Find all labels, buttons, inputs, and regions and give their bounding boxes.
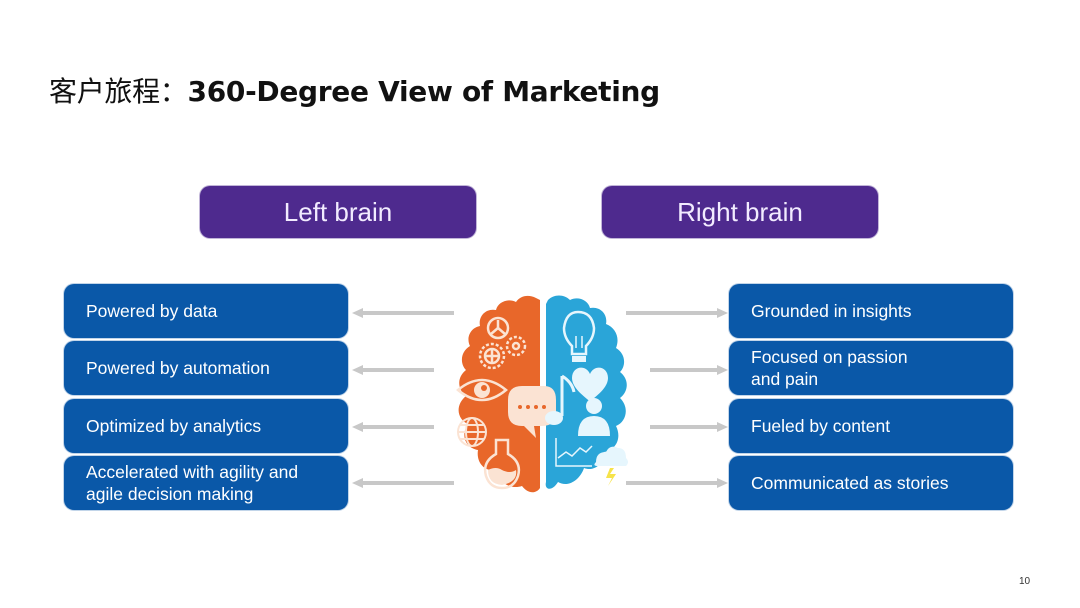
lightbulb-icon <box>562 310 596 362</box>
arrow-right-2 <box>650 364 728 376</box>
item-text-line1: Focused on passion <box>751 347 908 367</box>
item-text: Optimized by analytics <box>86 416 262 436</box>
item-text: Powered by automation <box>86 358 270 378</box>
item-text: Powered by data <box>86 301 218 321</box>
arrow-right-4 <box>626 477 728 489</box>
flask-icon <box>483 438 521 490</box>
item-text-line1: Accelerated with agility and <box>86 462 299 482</box>
item-text: Fueled by content <box>751 416 891 436</box>
arrow-left-1 <box>352 307 454 319</box>
arrow-right-1 <box>626 307 728 319</box>
right-brain-header: Right brain <box>602 186 878 238</box>
speech-bubble-icon <box>508 386 556 438</box>
left-brain-header: Left brain <box>200 186 476 238</box>
eye-icon <box>456 378 508 402</box>
item-text: Communicated as stories <box>751 473 949 493</box>
left-item-automation: Powered by automation <box>64 341 348 395</box>
arrow-left-4 <box>352 477 454 489</box>
brain-illustration <box>436 292 646 498</box>
item-text-line2: agile decision making <box>86 484 254 504</box>
left-item-data: Powered by data <box>64 284 348 338</box>
item-text: Grounded in insights <box>751 301 912 321</box>
arrow-left-3 <box>352 421 434 433</box>
page-number: 10 <box>1019 576 1031 587</box>
line-chart-icon <box>555 438 593 467</box>
right-item-passion: Focused on passion and pain <box>729 341 1013 395</box>
right-item-stories: Communicated as stories <box>729 456 1013 510</box>
right-item-content: Fueled by content <box>729 399 1013 453</box>
heart-icon <box>572 367 608 402</box>
slide-title-chinese: 客户旅程： <box>49 75 188 108</box>
slide-title-english: 360-Degree View of Marketing <box>187 75 661 108</box>
globe-icon <box>457 417 487 447</box>
left-item-agility: Accelerated with agility and agile decis… <box>64 456 348 510</box>
storm-cloud-icon <box>594 446 628 486</box>
music-note-icon <box>545 374 576 425</box>
slide-title: 客户旅程：360-Degree View of Marketing <box>49 70 660 110</box>
gears-icon <box>478 316 527 370</box>
right-item-insights: Grounded in insights <box>729 284 1013 338</box>
arrow-right-3 <box>650 421 728 433</box>
item-text-line2: and pain <box>751 369 819 389</box>
person-icon <box>578 398 610 436</box>
left-item-analytics: Optimized by analytics <box>64 399 348 453</box>
arrow-left-2 <box>352 364 434 376</box>
